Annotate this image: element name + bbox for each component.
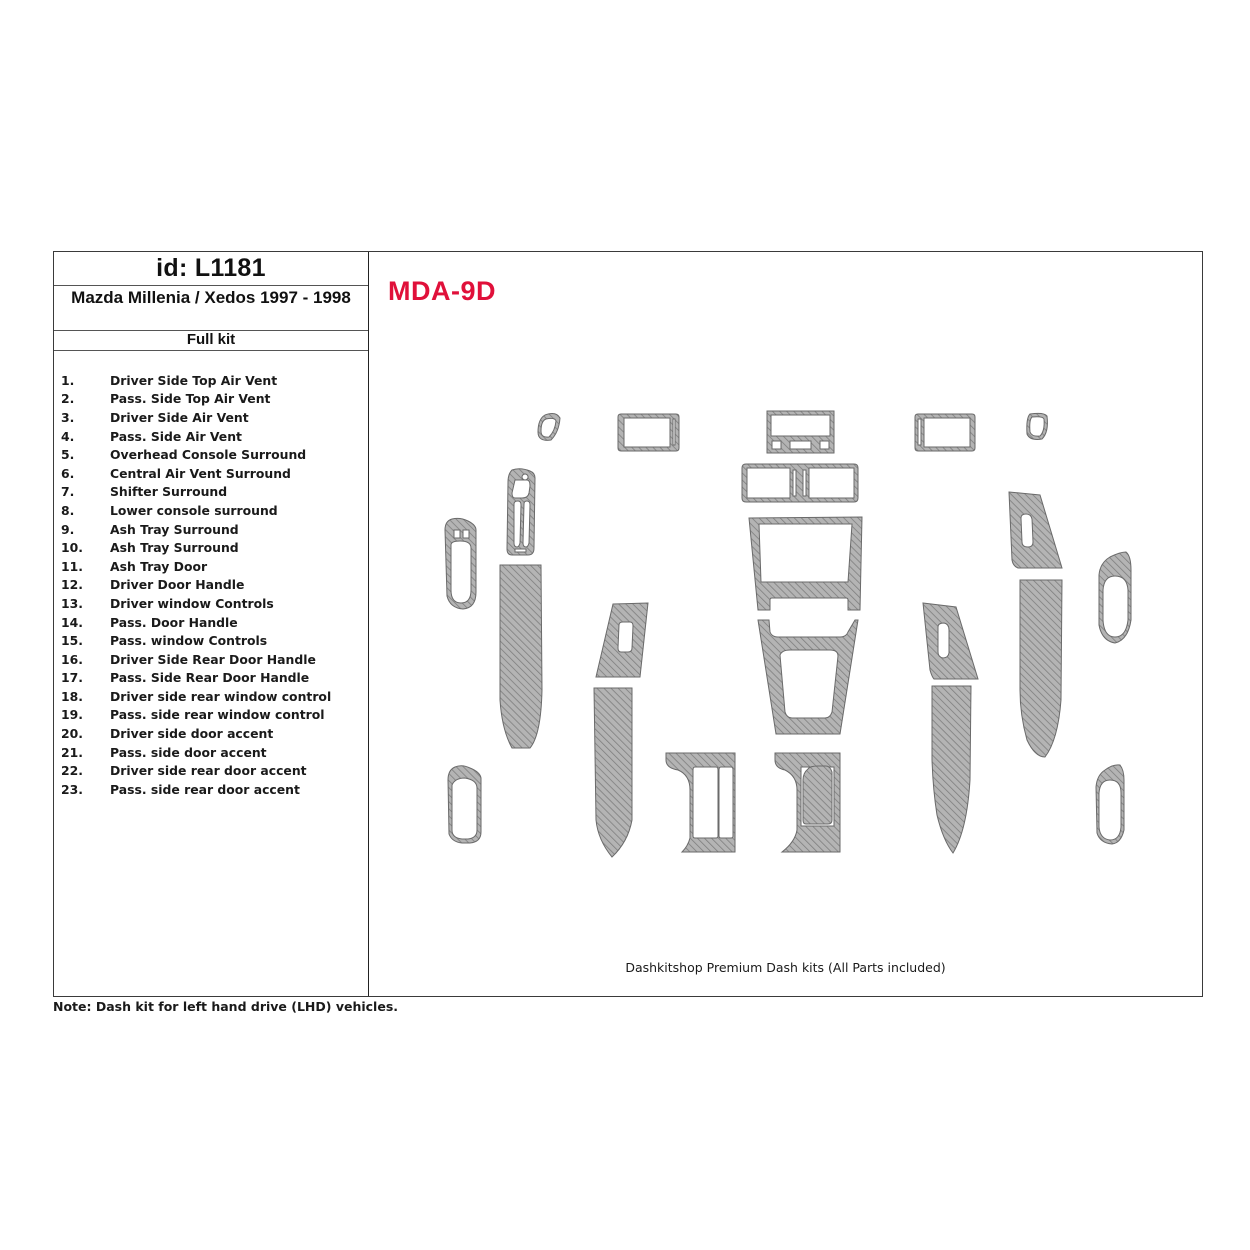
part-pass-window-controls — [1008, 491, 1063, 569]
list-item: 22.Driver side rear door accent — [61, 763, 307, 779]
list-item: 19.Pass. side rear window control — [61, 707, 325, 723]
kit-type: Full kit — [54, 331, 368, 351]
list-item: 5.Overhead Console Surround — [61, 447, 307, 463]
part-overhead-console-surround — [766, 410, 835, 454]
part-central-air-vent-surround — [741, 463, 859, 503]
list-item: 9.Ash Tray Surround — [61, 521, 239, 537]
diagram-caption: Dashkitshop Premium Dash kits (All Parts… — [625, 960, 946, 975]
part-driver-side-air-vent — [617, 413, 680, 452]
kit-code: MDA-9D — [388, 276, 496, 306]
part-pass-side-door-accent — [1019, 579, 1063, 758]
part-lower-console-surround — [757, 619, 859, 735]
list-item: 20.Driver side door accent — [61, 726, 274, 742]
list-item: 16.Driver Side Rear Door Handle — [61, 651, 316, 667]
part-driver-rear-door-handle — [447, 765, 482, 844]
vehicle-title: Mazda Millenia / Xedos 1997 - 1998 — [54, 286, 368, 331]
part-ash-tray-surround-9 — [665, 752, 736, 853]
part-driver-rear-window-control — [595, 602, 649, 678]
part-driver-door-handle — [444, 517, 477, 610]
list-item: 12.Driver Door Handle — [61, 577, 245, 593]
part-driver-rear-door-accent — [593, 687, 633, 858]
part-pass-rear-window-control — [922, 602, 979, 680]
part-pass-top-air-vent — [1026, 412, 1048, 440]
part-driver-window-controls — [506, 468, 536, 556]
list-item: 7.Shifter Surround — [61, 484, 228, 500]
part-pass-door-handle — [1098, 551, 1132, 644]
list-item: 18.Driver side rear window control — [61, 688, 332, 704]
part-ash-tray-door — [802, 765, 833, 825]
list-item: 3.Driver Side Air Vent — [61, 409, 249, 425]
kit-spec-sheet: id: L1181 Mazda Millenia / Xedos 1997 - … — [53, 251, 1203, 997]
list-item: 10.Ash Tray Surround — [61, 540, 239, 556]
list-item: 11.Ash Tray Door — [61, 558, 208, 574]
list-item: 13.Driver window Controls — [61, 595, 274, 611]
part-shifter-surround — [748, 516, 863, 611]
part-pass-rear-door-handle — [1095, 764, 1125, 845]
list-item: 8.Lower console surround — [61, 502, 278, 518]
list-item: 6.Central Air Vent Surround — [61, 465, 291, 481]
footer-note: Note: Dash kit for left hand drive (LHD)… — [53, 999, 399, 1014]
list-item: 2.Pass. Side Top Air Vent — [61, 391, 271, 407]
list-item: 1.Driver Side Top Air Vent — [61, 372, 278, 388]
list-item: 21.Pass. side door accent — [61, 744, 267, 760]
part-pass-rear-door-accent — [931, 685, 972, 854]
list-item: 4.Pass. Side Air Vent — [61, 428, 242, 444]
part-driver-top-air-vent — [537, 413, 561, 441]
parts-list: 1.Driver Side Top Air Vent 2.Pass. Side … — [54, 371, 368, 799]
list-item: 14.Pass. Door Handle — [61, 614, 238, 630]
list-item: 17.Pass. Side Rear Door Handle — [61, 670, 310, 686]
part-pass-side-air-vent — [914, 413, 976, 452]
kit-id: id: L1181 — [54, 252, 368, 286]
list-item: 23.Pass. side rear door accent — [61, 781, 300, 797]
part-driver-side-door-accent — [499, 564, 543, 749]
parts-info-panel: id: L1181 Mazda Millenia / Xedos 1997 - … — [54, 252, 369, 996]
list-item: 15.Pass. window Controls — [61, 633, 268, 649]
